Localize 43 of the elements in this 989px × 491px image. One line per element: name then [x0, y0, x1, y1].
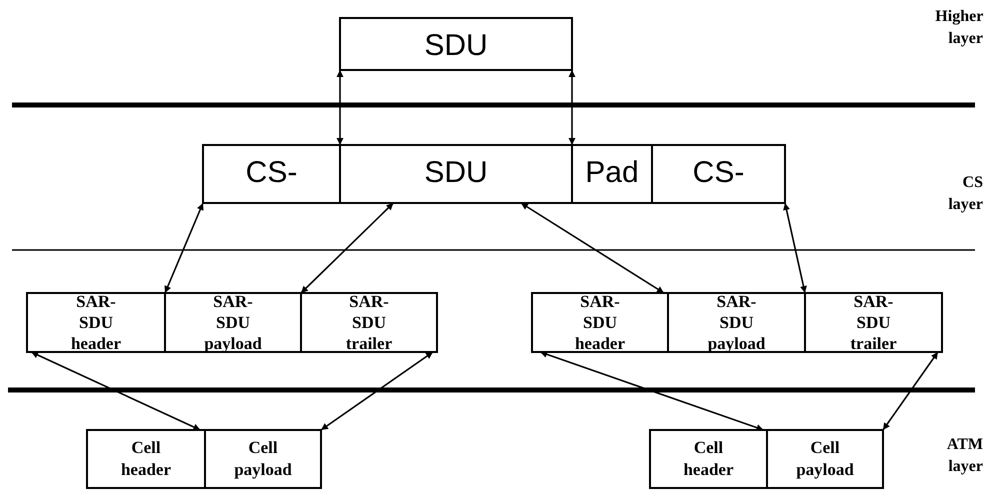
- double-arrow: [540, 351, 764, 431]
- double-arrow: [783, 202, 807, 294]
- cell-field-box: [204, 429, 322, 489]
- pdu-field-box: [339, 17, 573, 71]
- double-arrow: [520, 202, 664, 294]
- field-label: SDU: [424, 158, 488, 188]
- field-label: Cell header: [683, 437, 734, 481]
- pdu-field-box: [202, 144, 341, 204]
- pdu-field-box: [571, 144, 653, 204]
- field-label: SAR-SDU header: [70, 291, 122, 354]
- sar-sdu-field-box: [804, 292, 943, 353]
- cell-field-box: [766, 429, 884, 489]
- layer-label: ATM layer: [946, 435, 983, 477]
- double-arrow: [300, 202, 394, 294]
- double-arrow: [882, 352, 939, 430]
- pdu-field-box: [651, 144, 786, 204]
- field-label: Pad: [585, 158, 639, 188]
- field-label: Cell payload: [234, 437, 292, 481]
- sar-sdu-field-box: [300, 292, 438, 353]
- pdu-field-box: [339, 144, 573, 204]
- sar-sdu-field-box: [667, 292, 806, 353]
- field-label: SAR-SDU trailer: [346, 291, 392, 354]
- double-arrow: [30, 351, 201, 431]
- field-label: CS-: [692, 158, 744, 188]
- layer-label: CS layer: [948, 173, 983, 215]
- field-label: SAR-SDU payload: [708, 291, 766, 354]
- double-arrow: [336, 70, 344, 145]
- cell-field-box: [86, 429, 206, 489]
- double-arrow: [164, 202, 204, 294]
- field-label: Cell payload: [796, 437, 854, 481]
- sar-sdu-field-box: [26, 292, 166, 353]
- cell-field-box: [649, 429, 768, 489]
- sar-sdu-field-box: [164, 292, 302, 353]
- double-arrow: [320, 351, 434, 431]
- sar-sdu-field-box: [531, 292, 669, 353]
- field-label: CS-: [246, 158, 298, 188]
- layer-label: Higher layer: [935, 7, 983, 49]
- double-arrow: [568, 70, 576, 145]
- field-label: SAR-SDU header: [574, 291, 626, 354]
- field-label: SAR-SDU trailer: [850, 291, 897, 354]
- field-label: SDU: [424, 31, 488, 61]
- field-label: SAR-SDU payload: [204, 291, 262, 354]
- field-label: Cell header: [120, 437, 172, 481]
